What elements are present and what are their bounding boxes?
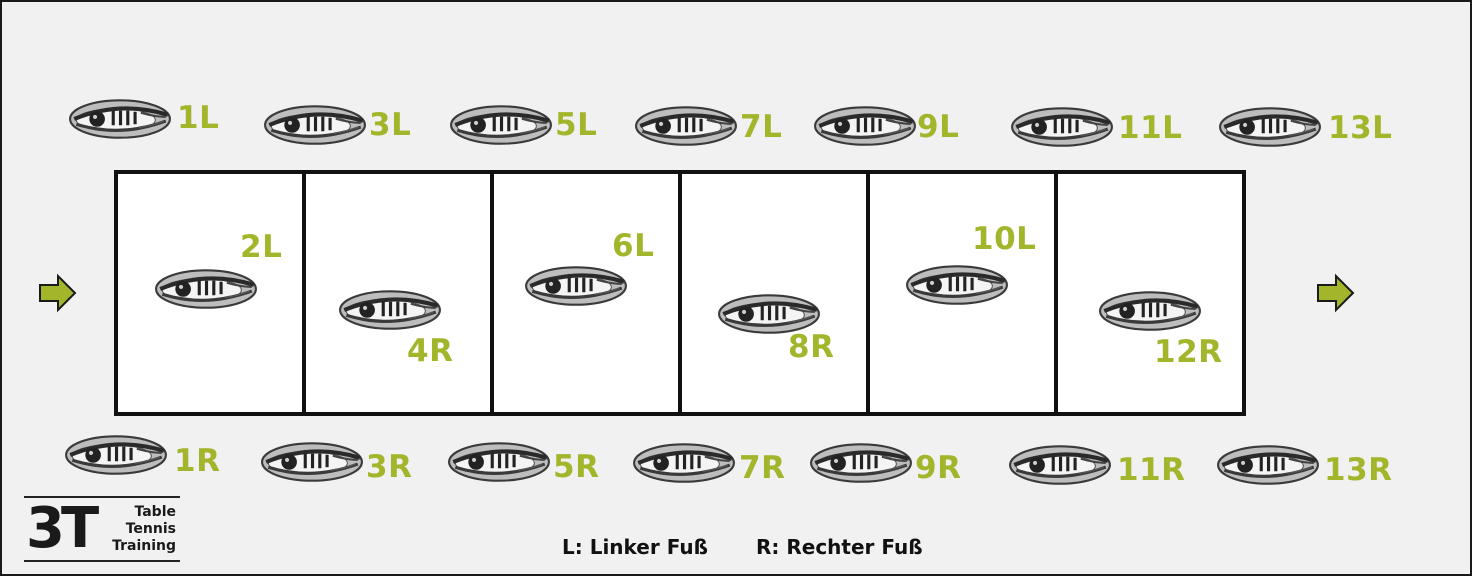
ladder-rung bbox=[866, 174, 870, 412]
footprint-icon bbox=[64, 432, 168, 478]
footprint-icon bbox=[263, 102, 367, 148]
bottom-step-label: 5R bbox=[553, 449, 600, 485]
legend-left-foot: L: Linker Fuß bbox=[562, 535, 708, 559]
footprint-icon bbox=[813, 103, 917, 149]
footprint-icon bbox=[524, 263, 628, 309]
footprint-icon bbox=[905, 262, 1009, 308]
bottom-step-label: 1R bbox=[174, 443, 221, 479]
ladder-rung bbox=[302, 174, 306, 412]
footprint-icon bbox=[634, 103, 738, 149]
logo-rule-top bbox=[24, 496, 180, 498]
top-step-label: 7L bbox=[740, 109, 783, 145]
ladder-step-label: 6L bbox=[612, 228, 655, 264]
bottom-step-label: 11R bbox=[1117, 452, 1186, 488]
bottom-step-label: 9R bbox=[915, 450, 962, 486]
logo-mark: 3T bbox=[26, 496, 99, 561]
bottom-step-label: 13R bbox=[1324, 452, 1393, 488]
footprint-icon bbox=[1010, 104, 1114, 150]
ladder-step-label: 2L bbox=[240, 229, 283, 265]
legend-right-foot: R: Rechter Fuß bbox=[756, 535, 923, 559]
footprint-icon bbox=[1216, 442, 1320, 488]
footprint-icon bbox=[1218, 104, 1322, 150]
footprint-icon bbox=[447, 439, 551, 485]
bottom-step-label: 7R bbox=[739, 450, 786, 486]
logo-line-1: Table bbox=[134, 504, 176, 520]
logo-rule-bottom bbox=[24, 560, 180, 562]
footprint-icon bbox=[338, 287, 442, 333]
bottom-step-label: 3R bbox=[366, 449, 413, 485]
logo-line-2: Tennis bbox=[125, 521, 176, 537]
logo-wordmark: Table Tennis Training bbox=[112, 504, 176, 555]
ladder-rung bbox=[678, 174, 682, 412]
logo-line-3: Training bbox=[112, 538, 176, 554]
top-step-label: 13L bbox=[1328, 110, 1393, 146]
footprint-icon bbox=[632, 440, 736, 486]
ladder-step-label: 4R bbox=[407, 333, 454, 369]
logo: 3T Table Tennis Training bbox=[24, 496, 182, 564]
footprint-icon bbox=[68, 96, 172, 142]
arrow-right-icon bbox=[1316, 273, 1356, 313]
ladder-step-label: 8R bbox=[788, 329, 835, 365]
agility-ladder bbox=[114, 170, 1246, 416]
top-step-label: 1L bbox=[177, 100, 220, 136]
footprint-icon bbox=[809, 440, 913, 486]
top-step-label: 9L bbox=[917, 109, 960, 145]
top-step-label: 5L bbox=[555, 107, 598, 143]
ladder-rung bbox=[1054, 174, 1058, 412]
footprint-icon bbox=[154, 266, 258, 312]
footprint-icon bbox=[1008, 442, 1112, 488]
ladder-step-label: 12R bbox=[1154, 334, 1223, 370]
footprint-icon bbox=[449, 102, 553, 148]
footprint-icon bbox=[1098, 288, 1202, 334]
footprint-icon bbox=[260, 439, 364, 485]
ladder-rung bbox=[490, 174, 494, 412]
ladder-step-label: 10L bbox=[972, 221, 1037, 257]
legend: L: Linker Fuß R: Rechter Fuß bbox=[562, 535, 923, 559]
top-step-label: 11L bbox=[1118, 110, 1183, 146]
arrow-right-icon bbox=[38, 273, 78, 313]
top-step-label: 3L bbox=[369, 107, 412, 143]
